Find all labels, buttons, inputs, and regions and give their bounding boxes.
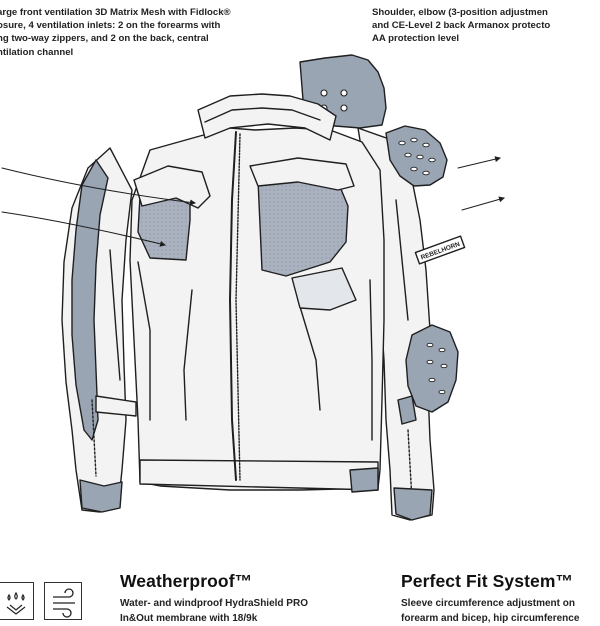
vent-slot [399, 141, 405, 145]
vent-slot [429, 378, 435, 381]
callout-arrow [458, 158, 500, 168]
jacket-illustration: REBELHORN [0, 0, 600, 560]
jacket-waistband [140, 460, 378, 490]
callout-arrow [462, 198, 504, 210]
vent-slot [423, 143, 429, 147]
vent-slot [427, 360, 433, 363]
vent-slot [439, 348, 445, 351]
right-cuff [394, 488, 432, 520]
back-protector-hole [341, 105, 347, 111]
vent-slot [427, 343, 433, 346]
back-protector-hole [341, 90, 347, 96]
waist-strap [350, 468, 378, 492]
elbow-protector [406, 325, 458, 412]
description-line: Water- and windproof HydraShield PRO [120, 597, 308, 612]
wind-icon [44, 582, 82, 620]
right-forearm-strap [398, 396, 416, 424]
vent-slot [423, 171, 429, 175]
perfect-fit-title: Perfect Fit System™ [401, 571, 573, 592]
water-drops-icon [0, 582, 34, 620]
perfect-fit-description: Sleeve circumference adjustment on forea… [401, 597, 579, 626]
vent-slot [441, 364, 447, 367]
description-line: Sleeve circumference adjustment on [401, 597, 579, 612]
vent-slot [411, 167, 417, 171]
weatherproof-description: Water- and windproof HydraShield PRO In&… [120, 597, 308, 626]
vent-slot [405, 153, 411, 157]
vent-slot [429, 158, 435, 162]
left-forearm-strap [96, 396, 136, 416]
vent-slot [417, 155, 423, 159]
back-protector-hole [321, 90, 327, 96]
vent-slot [439, 390, 445, 393]
weatherproof-title: Weatherproof™ [120, 571, 252, 592]
left-cuff [80, 480, 122, 512]
vent-slot [411, 138, 417, 142]
